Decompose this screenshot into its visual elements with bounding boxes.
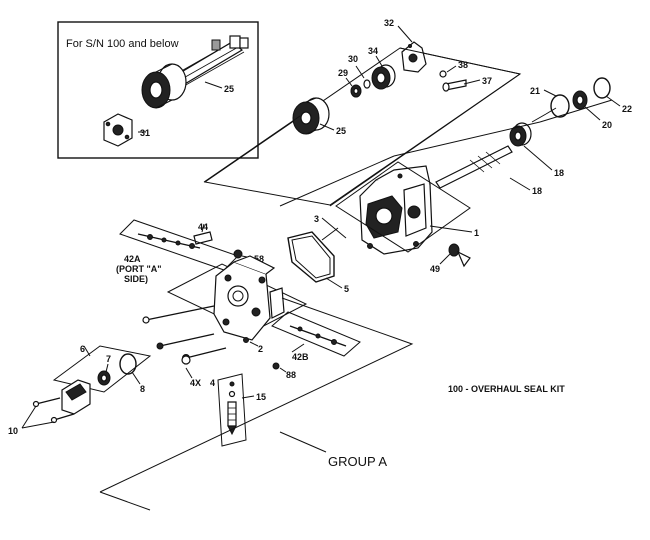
- part-21-ring: 21: [530, 86, 570, 118]
- label-15: 15: [256, 392, 266, 402]
- guide-lines: [203, 47, 613, 207]
- center-block: [166, 255, 308, 341]
- part-44-plate: 44: [193, 222, 213, 245]
- label-32: 32: [384, 18, 394, 28]
- label-25: 25: [336, 126, 346, 136]
- part-8-oring: 8: [119, 353, 145, 394]
- label-8: 8: [140, 384, 145, 394]
- inset-bearing: [141, 63, 187, 109]
- label-42b: 42B: [292, 352, 309, 362]
- part-37-pin: 37: [442, 76, 492, 92]
- label-38: 38: [458, 60, 468, 70]
- part-20-bearing: 20: [572, 90, 612, 130]
- label-58: 58: [254, 254, 264, 264]
- label-5: 5: [344, 284, 349, 294]
- label-1: 1: [474, 228, 479, 238]
- inset-label-25: 25: [224, 84, 234, 94]
- part-10-screws: 10: [8, 397, 75, 436]
- label-18a: 18: [554, 168, 564, 178]
- label-42a-note2: SIDE): [124, 274, 148, 284]
- inset-label-31: 31: [140, 128, 150, 138]
- label-30: 30: [348, 54, 358, 64]
- part-42a-envelope: 42A (PORT "A" SIDE): [116, 219, 239, 284]
- overhaul-kit-note: 100 - OVERHAUL SEAL KIT: [448, 384, 565, 394]
- part-2-fitting: 2: [243, 337, 263, 354]
- label-42a: 42A: [124, 254, 141, 264]
- label-18b: 18: [532, 186, 542, 196]
- part-18-shaft: 18: [435, 145, 542, 196]
- part-18-bearing: 18: [509, 122, 564, 178]
- label-10: 10: [8, 426, 18, 436]
- part-30-washer: 30: [348, 54, 371, 89]
- group-a-label: GROUP A: [328, 454, 387, 469]
- label-22: 22: [622, 104, 632, 114]
- inset-caption: For S/N 100 and below: [66, 38, 179, 50]
- part-4-bolts: 4X 4: [181, 355, 215, 388]
- part-38-ring: 38: [439, 60, 468, 78]
- label-20: 20: [602, 120, 612, 130]
- label-6: 6: [80, 344, 85, 354]
- part-22-ring: 22: [593, 77, 632, 114]
- part-15-cartridge: 15: [217, 373, 266, 447]
- inset-plate: [103, 113, 133, 147]
- part-42b-envelope: 42B: [271, 311, 361, 362]
- label-3: 3: [314, 214, 319, 224]
- label-49: 49: [430, 264, 440, 274]
- label-21: 21: [530, 86, 540, 96]
- label-2: 2: [258, 344, 263, 354]
- label-29: 29: [338, 68, 348, 78]
- part-7-bearing: 7: [97, 354, 111, 386]
- label-88: 88: [286, 370, 296, 380]
- label-34: 34: [368, 46, 378, 56]
- label-42a-note1: (PORT "A": [116, 264, 162, 274]
- label-4: 4: [210, 378, 215, 388]
- part-3-frame: 3: [314, 161, 471, 253]
- inset-shaft: [166, 35, 249, 89]
- part-88-plug: 88: [272, 362, 296, 380]
- part-29-gear: 29: [338, 68, 362, 98]
- part-1-housing: 1: [359, 165, 479, 255]
- part-32-bracket: 32: [384, 18, 427, 73]
- label-7: 7: [106, 354, 111, 364]
- label-44: 44: [198, 222, 208, 232]
- part-25-bearing: 25: [292, 97, 346, 136]
- part-49-fitting: 49: [430, 243, 471, 274]
- label-37: 37: [482, 76, 492, 86]
- part-6-cover: [61, 379, 91, 415]
- group-a-envelope: GROUP A: [99, 297, 414, 511]
- part-34-bearing: 34: [368, 46, 396, 90]
- part-5-gasket: 5: [287, 231, 349, 294]
- label-4x: 4X: [190, 378, 201, 388]
- inset-box: For S/N 100 and below 31: [57, 21, 259, 159]
